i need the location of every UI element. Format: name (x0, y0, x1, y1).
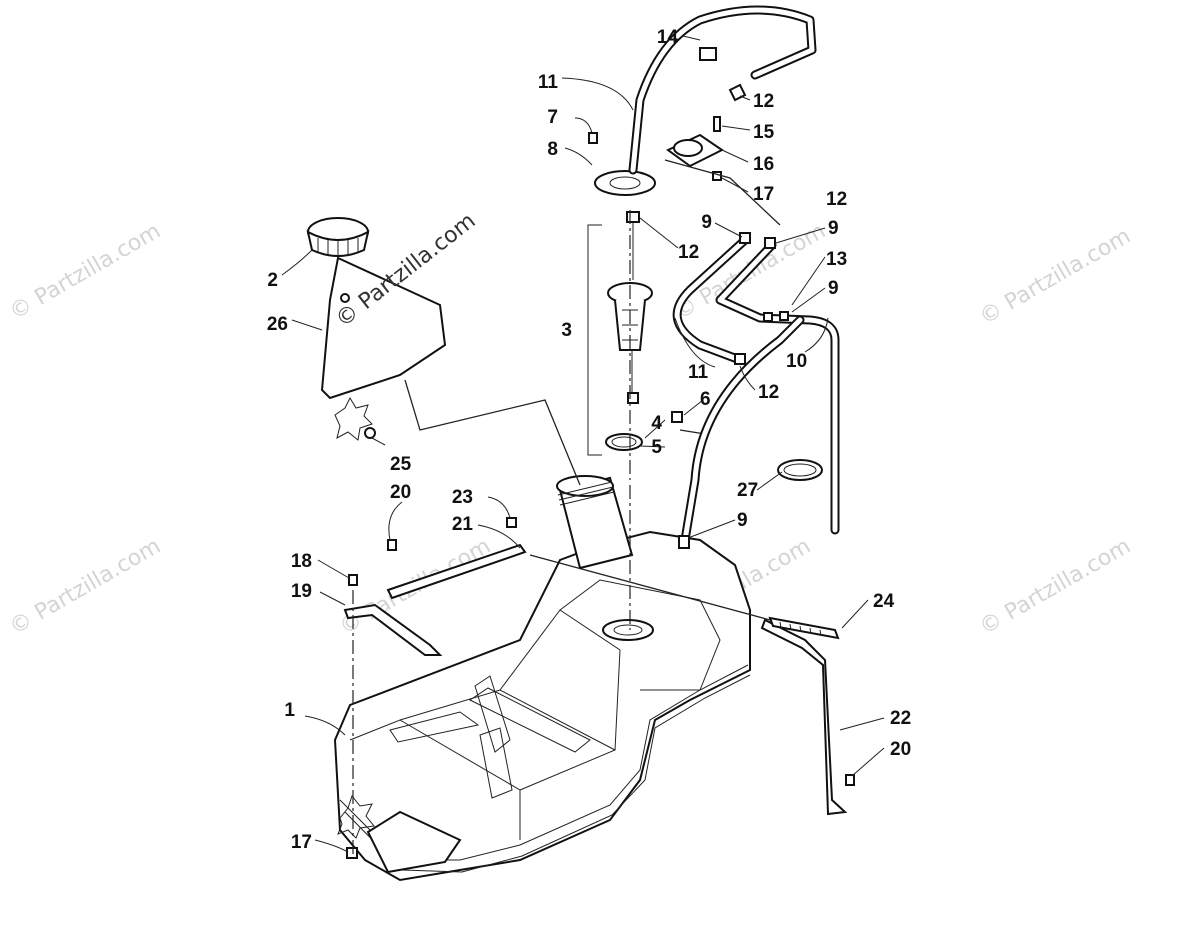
callout-12-a: 12 (753, 91, 774, 112)
callout-12-d: 12 (758, 382, 779, 403)
callout-18: 18 (291, 551, 312, 572)
vent-valve (664, 116, 781, 226)
callout-22: 22 (890, 708, 911, 729)
watermark-faint: © Partzilla.com (6, 534, 166, 641)
callout-12-b: 12 (826, 189, 847, 210)
callout-11-b: 11 (688, 362, 709, 383)
callout-16: 16 (753, 154, 774, 175)
callout-5: 5 (651, 437, 662, 458)
callout-17-b: 17 (291, 832, 312, 853)
callout-9-d: 9 (737, 510, 748, 531)
callout-13: 13 (826, 249, 847, 270)
leader-lines (281, 35, 885, 853)
callout-14: 14 (657, 27, 679, 48)
hose-11-lower (672, 235, 750, 365)
callout-12-c: 12 (678, 242, 699, 263)
callout-10: 10 (786, 351, 807, 372)
callout-9-a: 9 (701, 212, 712, 233)
small-fasteners (337, 132, 855, 859)
callout-19: 19 (291, 581, 312, 602)
callout-2: 2 (267, 270, 278, 291)
callout-4: 4 (651, 413, 662, 434)
watermark-faint: © Partzilla.com (976, 224, 1136, 331)
bracket-22 (760, 618, 848, 816)
callout-26: 26 (267, 314, 288, 335)
bracket-19 (343, 603, 443, 656)
callout-15: 15 (753, 122, 775, 143)
callout-20-a: 20 (390, 482, 411, 503)
cap-tether (320, 256, 447, 400)
valve-leader (664, 159, 781, 226)
bracket-21 (386, 517, 527, 600)
callout-8: 8 (547, 139, 558, 160)
callout-11-a: 11 (538, 72, 559, 93)
callout-labels: 1 2 3 4 5 6 7 8 9 9 9 9 10 11 11 12 12 1… (267, 27, 911, 853)
callout-6: 6 (700, 389, 711, 410)
star-washer-25 (334, 396, 376, 441)
hose-clamp-14 (699, 47, 717, 61)
callout-27: 27 (737, 480, 758, 501)
bolt-24 (768, 616, 840, 640)
callout-24: 24 (873, 591, 895, 612)
callout-9-b: 9 (828, 218, 839, 239)
callout-1: 1 (284, 700, 295, 721)
hose-10 (715, 240, 840, 535)
callout-25: 25 (390, 454, 412, 475)
bracket-3 (587, 224, 602, 456)
fuel-cap (306, 217, 370, 257)
hose-11-upper (628, 5, 817, 175)
callout-9-c: 9 (828, 278, 839, 299)
hose-9-lower (680, 315, 805, 545)
fuel-pump-assembly (594, 170, 706, 630)
watermark-faint: © Partzilla.com (6, 219, 166, 326)
fuel-tank (333, 475, 751, 882)
callout-23: 23 (452, 487, 473, 508)
callout-20-b: 20 (890, 739, 911, 760)
watermark-faint: © Partzilla.com (976, 534, 1136, 641)
callout-3: 3 (561, 320, 572, 341)
callout-17-a: 17 (753, 184, 774, 205)
callout-21: 21 (452, 514, 474, 535)
callout-7: 7 (547, 107, 558, 128)
leader-cap-to-neck (404, 379, 581, 486)
clamp-27 (777, 459, 823, 481)
leader-bolt-24 (529, 554, 771, 621)
